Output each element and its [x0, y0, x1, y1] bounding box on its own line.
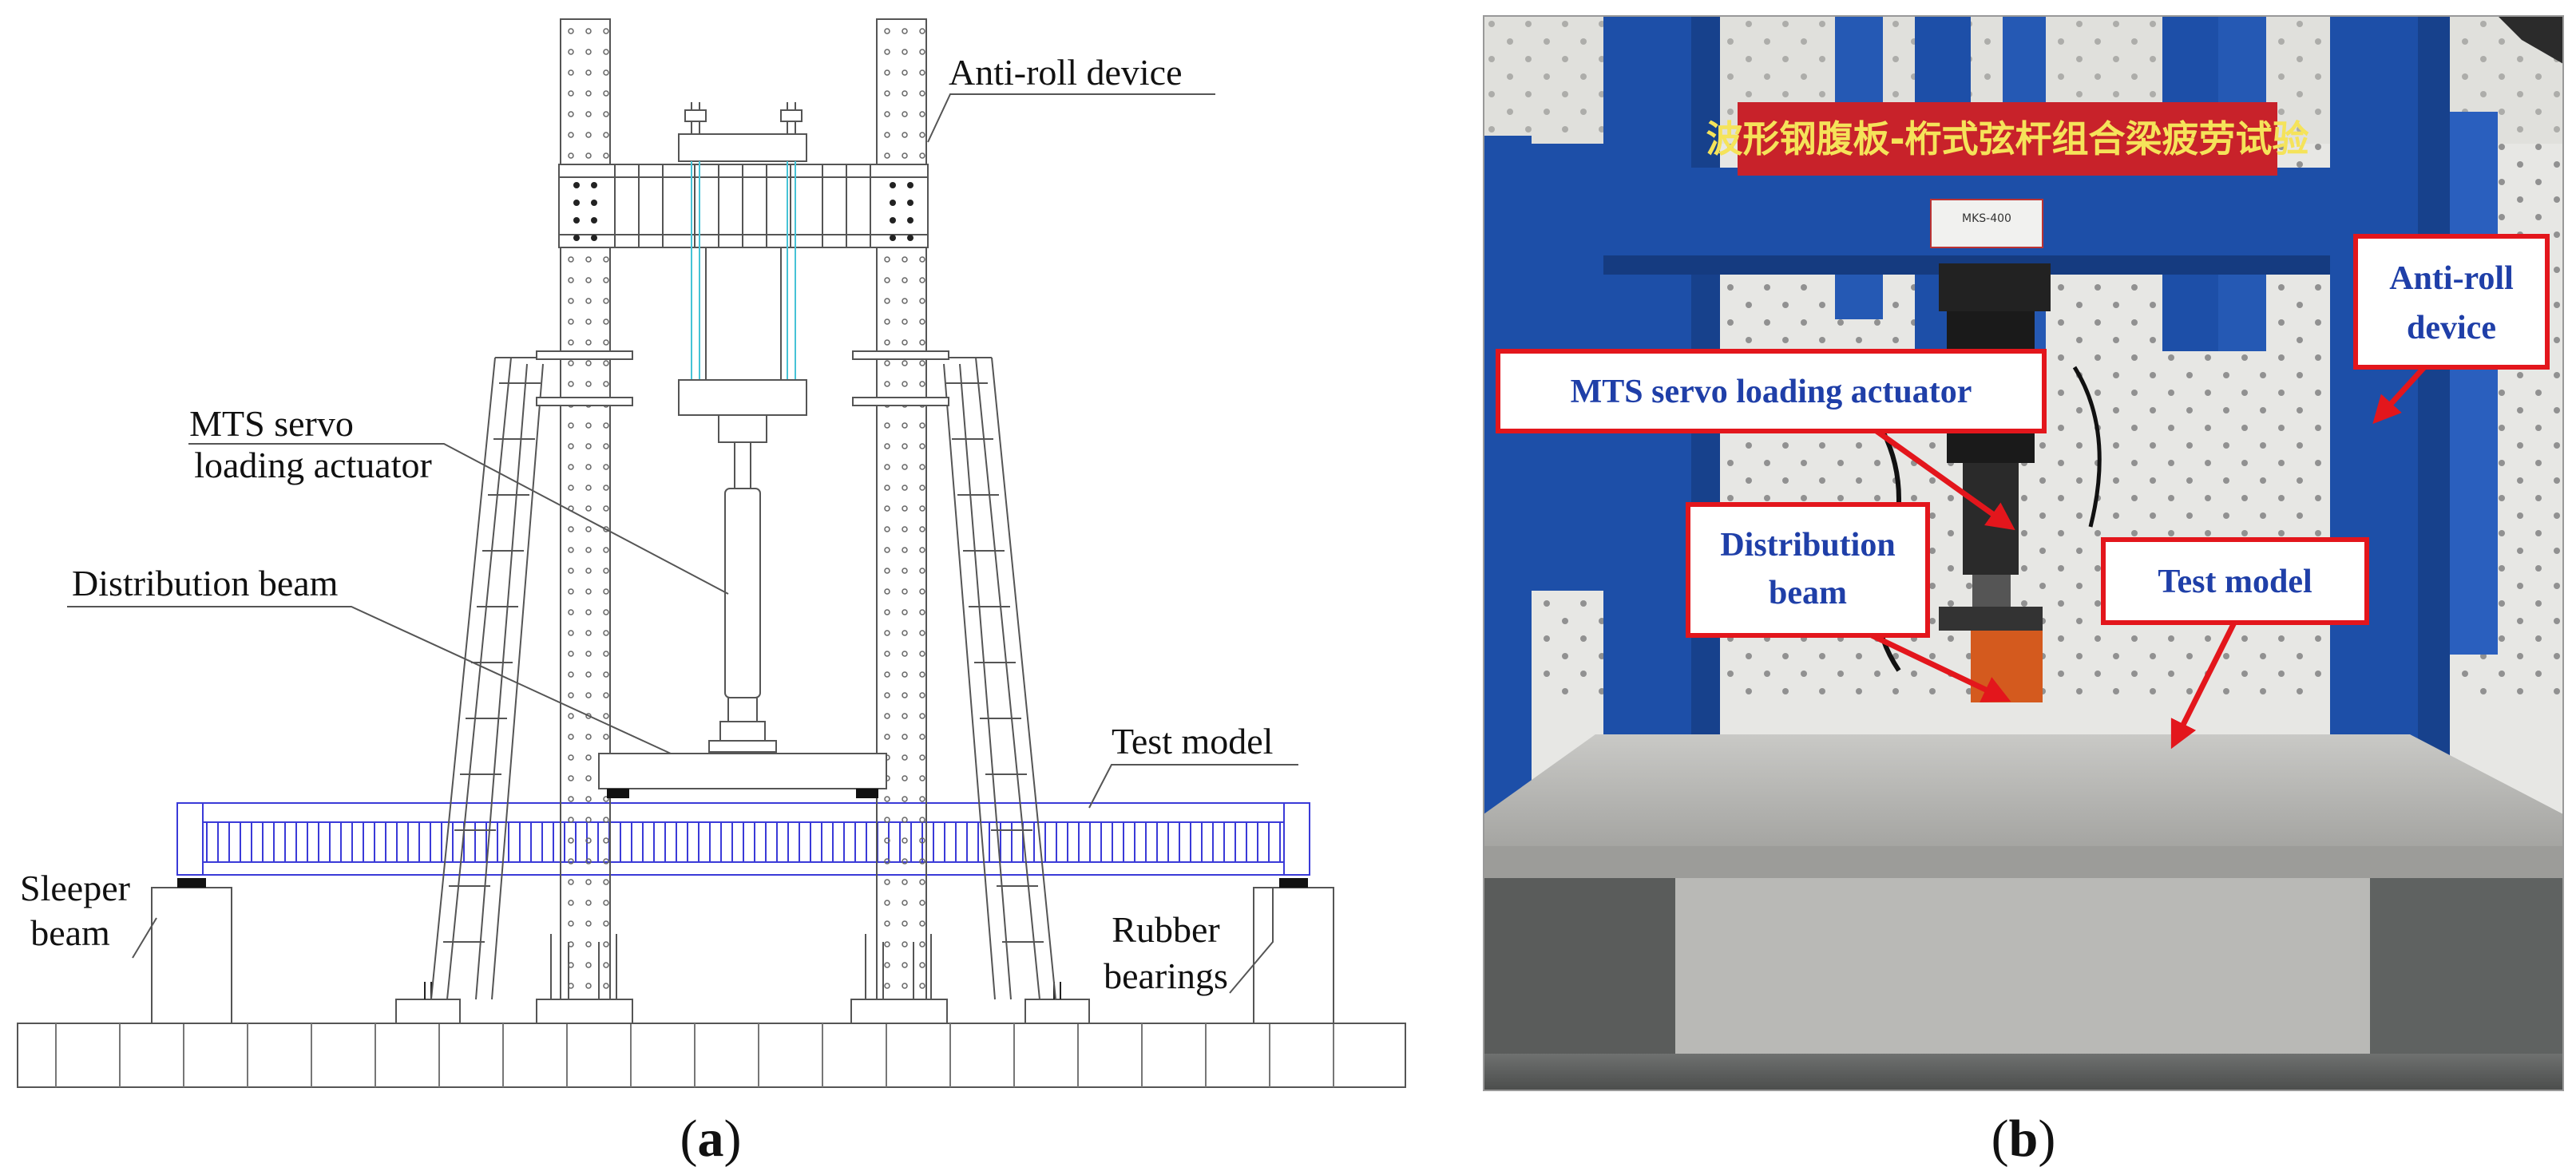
- photo-distribution-block: [1971, 631, 2043, 702]
- label-mts-servo-line1: MTS servo: [189, 403, 354, 444]
- label-distribution-beam: Distribution beam: [72, 563, 339, 603]
- photo-callouts: MTS servo loading actuator Distribution …: [1496, 234, 2550, 750]
- test-model-girder: [176, 802, 1310, 876]
- label-sleeper-line1: Sleeper: [20, 868, 130, 908]
- photo-test-model: [1484, 734, 2563, 1090]
- callout-distribution-line1: Distribution: [1720, 527, 1895, 564]
- actuator-assembly: [678, 102, 807, 753]
- callout-mts: [1496, 349, 2047, 433]
- rubber-bearing-left: [177, 878, 206, 888]
- label-anti-roll-device: Anti-roll device: [949, 52, 1183, 93]
- base-plates: [395, 934, 1090, 1024]
- sleeper-block-left: [151, 887, 232, 1024]
- ladder-left: [430, 357, 559, 1000]
- panel-a-drawing: [17, 18, 1406, 1088]
- callout-anti-roll-line1: Anti-roll: [2389, 260, 2514, 297]
- foundation: [17, 1023, 1406, 1088]
- caption-a: (a): [680, 1110, 742, 1168]
- label-sleeper-line2: beam: [30, 912, 110, 953]
- label-rubber-line1: Rubber: [1112, 909, 1219, 950]
- frame-nameplate: MKS-400: [1962, 212, 2011, 225]
- distribution-beam: [598, 753, 887, 798]
- callout-anti-roll: [2353, 234, 2550, 370]
- ladder-right: [928, 357, 1056, 1000]
- callout-test-model: [2101, 537, 2369, 625]
- callout-distribution-line2: beam: [1769, 575, 1847, 611]
- panel-a-labels: Anti-roll device MTS servo loading actua…: [20, 52, 1273, 1168]
- leader-lines: [67, 93, 1298, 994]
- crossbeam: [558, 164, 929, 248]
- callout-mts-text: MTS servo loading actuator: [1571, 374, 1972, 410]
- label-rubber-line2: bearings: [1104, 955, 1228, 996]
- svg-text:波形钢腹板-桁式弦杆组合梁疲劳试验: 波形钢腹板-桁式弦杆组合梁疲劳试验: [1706, 117, 2308, 160]
- callout-test-model-text: Test model: [2158, 564, 2312, 600]
- callout-anti-roll-line2: device: [2407, 310, 2496, 346]
- label-test-model: Test model: [1112, 721, 1273, 762]
- caption-b: (b): [1991, 1110, 2056, 1168]
- rubber-bearing-right: [1279, 878, 1308, 888]
- banner: 波形钢腹板-桁式弦杆组合梁疲劳试验: [1706, 102, 2309, 176]
- label-mts-servo-line2: loading actuator: [194, 445, 432, 485]
- panel-b-photo: 波形钢腹板-桁式弦杆组合梁疲劳试验 MKS-400: [1483, 15, 2564, 1091]
- sleeper-block-right: [1253, 887, 1334, 1024]
- callout-distribution: [1686, 502, 1930, 638]
